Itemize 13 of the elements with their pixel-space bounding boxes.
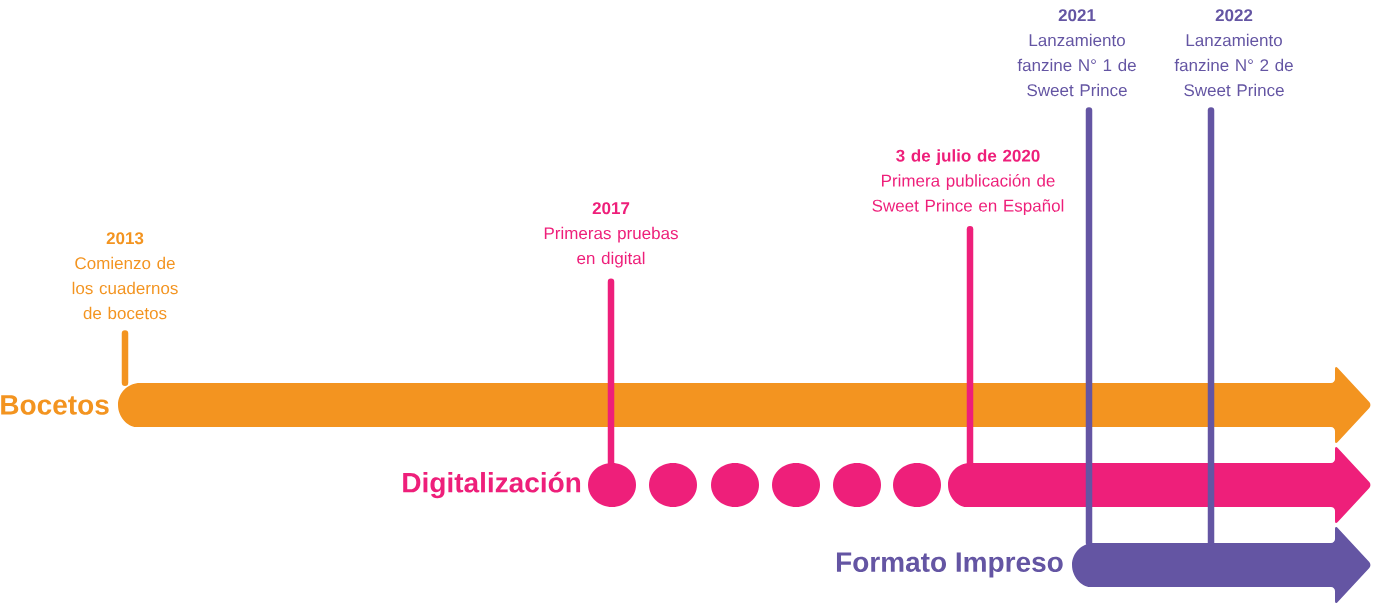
track-label: Formato Impreso [836, 552, 1063, 578]
event-label: 3 de julio de 2020 Primera publicación de Sweet Prince en Español [872, 149, 1064, 216]
event-label: 2013 Comienzo de los cuadernos de bocetos [72, 232, 178, 320]
leader-line [1085, 107, 1093, 547]
track-label: Digitalización [403, 471, 581, 499]
leader-line [121, 330, 129, 387]
event-label: 2017 Primeras pruebas en digital [544, 202, 678, 268]
leader-line [966, 226, 974, 467]
event-label: 2022 Lanzamiento fanzine N° 2 de Sweet Prince [1174, 9, 1293, 97]
leader-line [607, 278, 615, 467]
leader-line [1207, 107, 1215, 547]
track-label: Bocetos [1, 395, 109, 415]
event-label: 2021 Lanzamiento fanzine N° 1 de Sweet Prince [1017, 9, 1136, 97]
